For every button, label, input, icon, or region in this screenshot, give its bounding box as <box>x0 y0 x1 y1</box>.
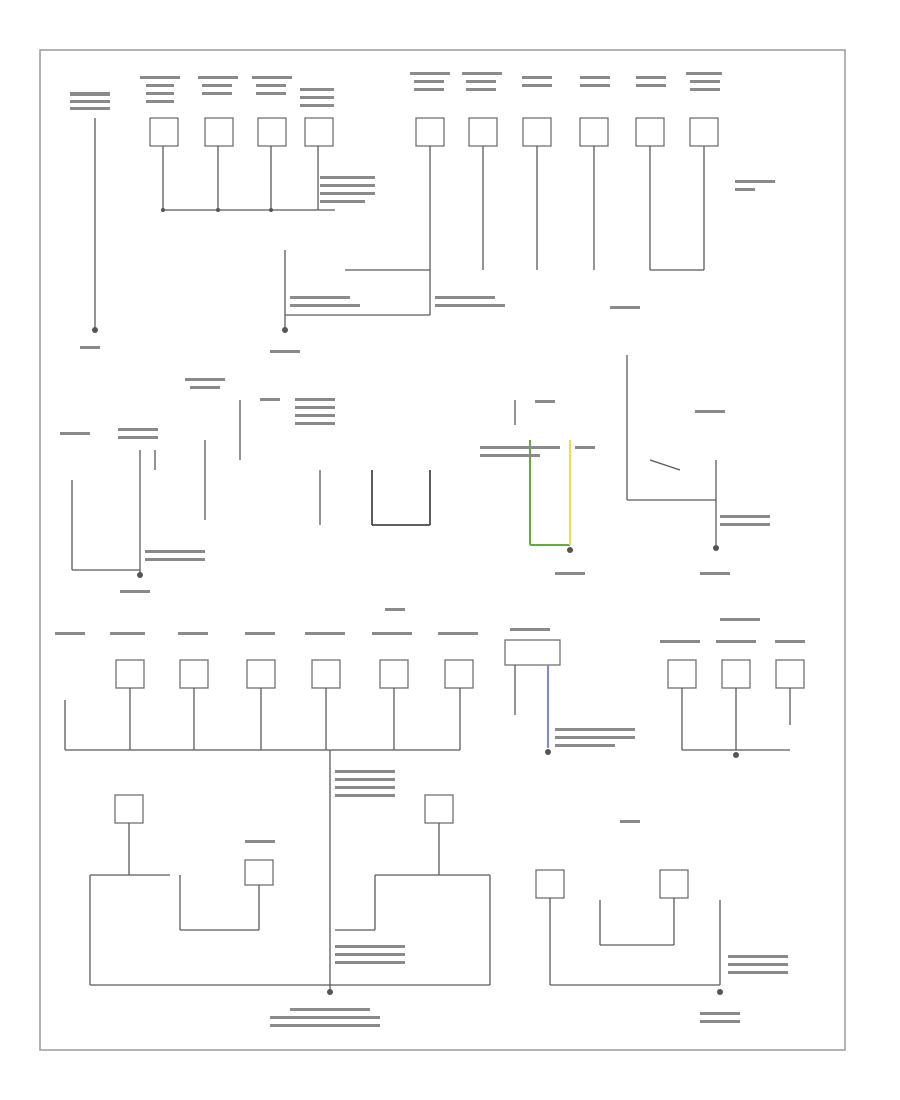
component-box <box>522 117 552 147</box>
component-boxes-top <box>149 117 719 147</box>
splice-point <box>216 208 220 212</box>
component-box <box>415 117 445 147</box>
wires-top <box>94 118 705 330</box>
label-mark <box>522 76 552 79</box>
lower-section <box>55 608 805 1027</box>
component-box <box>304 117 334 147</box>
top-section <box>70 72 775 353</box>
diagram-frame <box>39 49 846 1051</box>
label-mark <box>70 107 110 110</box>
label-mark <box>256 92 286 95</box>
label-mark <box>300 96 334 99</box>
label-mark <box>462 72 502 75</box>
label-mark <box>414 88 444 91</box>
label-mark <box>146 92 174 95</box>
label-mark <box>202 84 232 87</box>
component-box <box>635 117 665 147</box>
notes-lower <box>55 608 805 1027</box>
label-mark <box>146 100 174 103</box>
label-mark <box>690 88 720 91</box>
notes-top <box>80 176 775 353</box>
label-mark <box>466 88 496 91</box>
label-mark <box>300 104 334 107</box>
label-mark <box>636 76 666 79</box>
label-mark <box>198 76 238 79</box>
component-box <box>689 117 719 147</box>
label-mark <box>252 76 292 79</box>
label-mark <box>140 76 180 79</box>
ground-point <box>567 547 573 553</box>
label-mark <box>466 80 496 83</box>
component-box <box>204 117 234 147</box>
ground-point <box>733 752 739 758</box>
label-mark <box>410 72 450 75</box>
ground-point <box>713 545 719 551</box>
label-mark <box>146 84 174 87</box>
label-mark <box>690 80 720 83</box>
ground-point <box>137 572 143 578</box>
notes-middle <box>60 378 770 593</box>
ground-point <box>92 327 98 333</box>
ground-point <box>545 749 551 755</box>
splice-point <box>269 208 273 212</box>
ground-point <box>282 327 288 333</box>
component-box <box>257 117 287 147</box>
component-box <box>149 117 179 147</box>
label-mark <box>580 84 610 87</box>
header-labels-top <box>70 72 722 110</box>
label-mark <box>686 72 722 75</box>
label-mark <box>580 76 610 79</box>
component-box <box>579 117 609 147</box>
ground-point <box>327 989 333 995</box>
ground-point <box>717 989 723 995</box>
component-boxes-lower <box>114 639 805 899</box>
label-mark <box>70 100 110 103</box>
label-mark <box>256 84 286 87</box>
component-box <box>468 117 498 147</box>
label-mark <box>300 88 334 91</box>
label-mark <box>202 92 232 95</box>
wires-lower <box>64 665 791 995</box>
label-mark <box>522 84 552 87</box>
label-mark <box>414 80 444 83</box>
splice-point <box>161 208 165 212</box>
label-mark <box>636 84 666 87</box>
middle-section <box>60 355 770 593</box>
label-mark <box>70 92 110 96</box>
